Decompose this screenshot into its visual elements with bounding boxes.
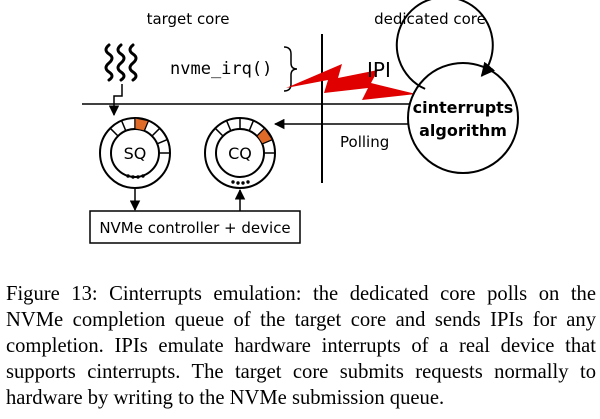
algorithm-circle	[407, 62, 519, 174]
polling-label: Polling	[340, 133, 389, 151]
cinterrupts-emulation-diagram: target core dedicated core nvme_irq() IP…	[82, 0, 519, 244]
interrupt-squiggle-icon	[104, 43, 138, 82]
ipi-label: IPI	[367, 58, 391, 82]
cq-highlighted-slot	[256, 127, 274, 145]
irq-handler-label: nvme_irq()	[170, 59, 272, 79]
sq-label: SQ	[124, 144, 147, 163]
target-core-label: target core	[147, 10, 230, 28]
sq-ellipsis-icon	[126, 174, 145, 179]
sq-highlighted-slot	[134, 117, 150, 132]
cq-label: CQ	[228, 144, 252, 163]
squiggle-to-sq-arrow	[108, 84, 123, 117]
algorithm-label-line2: algorithm	[419, 121, 507, 140]
sq-ring: SQ	[99, 117, 171, 189]
device-label: NVMe controller + device	[99, 219, 290, 237]
dedicated-core-label: dedicated core	[374, 10, 486, 28]
cq-ring: CQ	[204, 117, 276, 189]
cq-ellipsis-icon	[231, 180, 250, 185]
ipi-lightning-bolt	[286, 64, 416, 100]
device-box	[89, 210, 301, 244]
figure-caption: Figure 13: Cinterrupts emulation: the de…	[6, 283, 596, 409]
algorithm-cycle-arrow	[395, 0, 496, 90]
algorithm-label-line1: cinterrupts	[413, 98, 514, 117]
